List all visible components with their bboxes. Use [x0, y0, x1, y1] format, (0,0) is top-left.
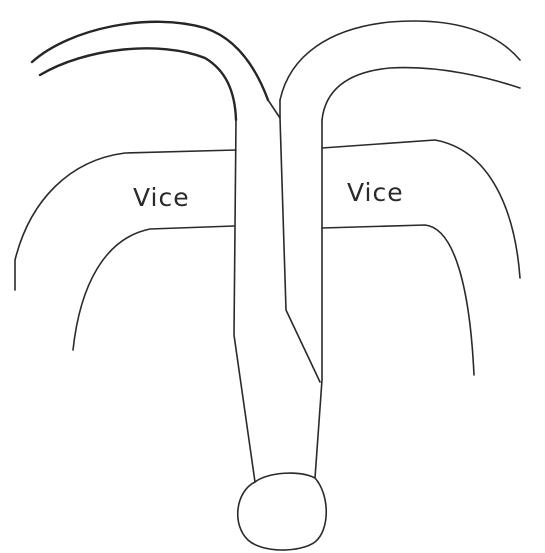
right-outer-arc [280, 21, 520, 100]
left-label: Vice [133, 183, 190, 212]
right-branch-lower [322, 225, 474, 375]
stem-left-outer [234, 120, 255, 482]
left-branch-upper [15, 150, 236, 290]
stem-right-outer [315, 120, 322, 478]
left-branch-lower [73, 226, 234, 350]
right-inner-arc [322, 68, 520, 120]
right-branch-upper [322, 140, 520, 278]
bottom-bulb [238, 473, 327, 550]
right-label: Vice [347, 178, 404, 207]
stem-left-inner [268, 100, 320, 382]
left-inner-arc [40, 48, 236, 120]
